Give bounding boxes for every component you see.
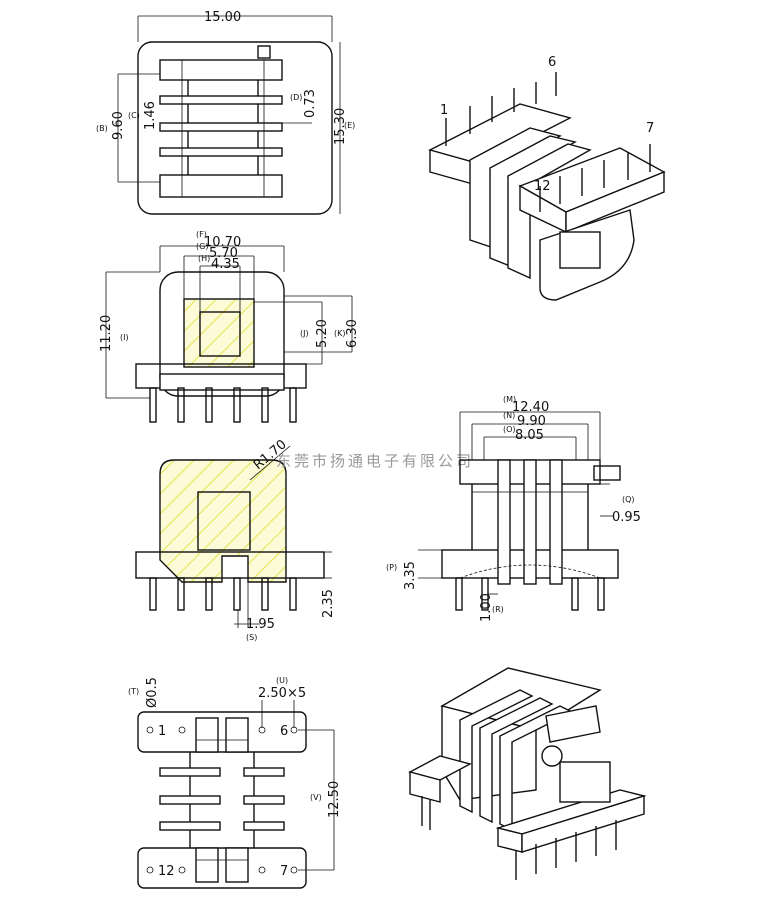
dim-h: 4.35 bbox=[211, 257, 240, 272]
label-f: (F) bbox=[196, 230, 207, 239]
dim-p: 3.35 bbox=[403, 561, 418, 590]
label-u: (U) bbox=[276, 676, 288, 685]
dim-t: Ø0.5 bbox=[145, 677, 160, 708]
label-q: (Q) bbox=[622, 495, 635, 504]
label-e: (E) bbox=[344, 121, 355, 130]
label-s: (S) bbox=[246, 633, 257, 642]
iso-pins-upper bbox=[445, 72, 651, 212]
dim-b: 9.60 bbox=[111, 111, 126, 140]
label-k: (K) bbox=[334, 329, 346, 338]
dim-q: 0.95 bbox=[612, 510, 641, 525]
dim-g: 5.70 bbox=[209, 246, 238, 261]
dim-i: 11.20 bbox=[99, 315, 114, 352]
label-d: (D) bbox=[290, 93, 302, 102]
dim-o: 8.05 bbox=[515, 428, 544, 443]
label-t: (T) bbox=[128, 687, 139, 696]
label-c: (C) bbox=[128, 111, 140, 120]
dim-m: 12.40 bbox=[512, 400, 549, 415]
dim-j: 5.20 bbox=[315, 319, 330, 348]
iso-pin-7: 7 bbox=[646, 121, 654, 136]
top-view: 15.00 9.60 (B) 1.46 (C) 0.73 (D) 15.30 (… bbox=[96, 10, 355, 215]
label-j: (J) bbox=[300, 329, 309, 338]
side-view: 12.40 (M) 9.90 (N) 8.05 (O) 0.95 (Q) 3.3… bbox=[386, 395, 641, 622]
label-g: (G) bbox=[196, 242, 208, 251]
bottom-view: 1 6 12 7 Ø0.5 (T) 2.50×5 (U) 12.50 (V) bbox=[128, 676, 342, 889]
label-r: (R) bbox=[492, 605, 504, 614]
iso-pin-6: 6 bbox=[548, 55, 556, 70]
pin-label-6: 6 bbox=[280, 724, 288, 739]
dim-f: 10.70 bbox=[204, 235, 241, 250]
pin-label-12: 12 bbox=[158, 864, 175, 879]
dim-u: 2.50×5 bbox=[258, 686, 306, 701]
front-view: 10.70 (F) 5.70 (G) 4.35 (H) 11.20 (I) 5.… bbox=[99, 230, 360, 423]
isometric-view-upper: 1 6 7 12 bbox=[428, 55, 666, 301]
dim-r: 1.00 bbox=[479, 593, 494, 622]
iso-pins-lower bbox=[421, 796, 617, 880]
label-m: (M) bbox=[503, 395, 516, 404]
dim-c: 1.46 bbox=[143, 101, 158, 130]
dim-n: 9.90 bbox=[517, 414, 546, 429]
dim-v: 12.50 bbox=[327, 781, 342, 818]
iso-pin-12: 12 bbox=[534, 179, 551, 194]
isometric-view-lower bbox=[408, 667, 647, 880]
dim-e: 15.30 bbox=[333, 108, 348, 145]
dim-d: 0.73 bbox=[303, 89, 318, 118]
label-n: (N) bbox=[503, 411, 515, 420]
watermark-text: 东莞市扬通电子有限公司 bbox=[276, 452, 474, 470]
label-v: (V) bbox=[310, 793, 322, 802]
front-pins bbox=[149, 387, 297, 423]
label-h: (H) bbox=[198, 254, 210, 263]
label-o: (O) bbox=[503, 425, 516, 434]
dim-top-pad: 2.35 bbox=[321, 589, 336, 618]
pin-label-7: 7 bbox=[280, 864, 288, 879]
label-b: (B) bbox=[96, 124, 108, 133]
dim-k: 6.30 bbox=[345, 319, 360, 348]
section-pins bbox=[149, 577, 297, 611]
dim-s: 1.95 bbox=[246, 617, 275, 632]
iso-pin-1: 1 bbox=[440, 103, 448, 118]
label-i: (I) bbox=[120, 333, 129, 342]
label-p: (P) bbox=[386, 563, 397, 572]
dim-a: 15.00 bbox=[204, 10, 241, 25]
section-view: R1.70 2.35 1.95 (S) bbox=[135, 437, 336, 642]
pin-label-1: 1 bbox=[158, 724, 166, 739]
side-pins bbox=[455, 577, 605, 611]
